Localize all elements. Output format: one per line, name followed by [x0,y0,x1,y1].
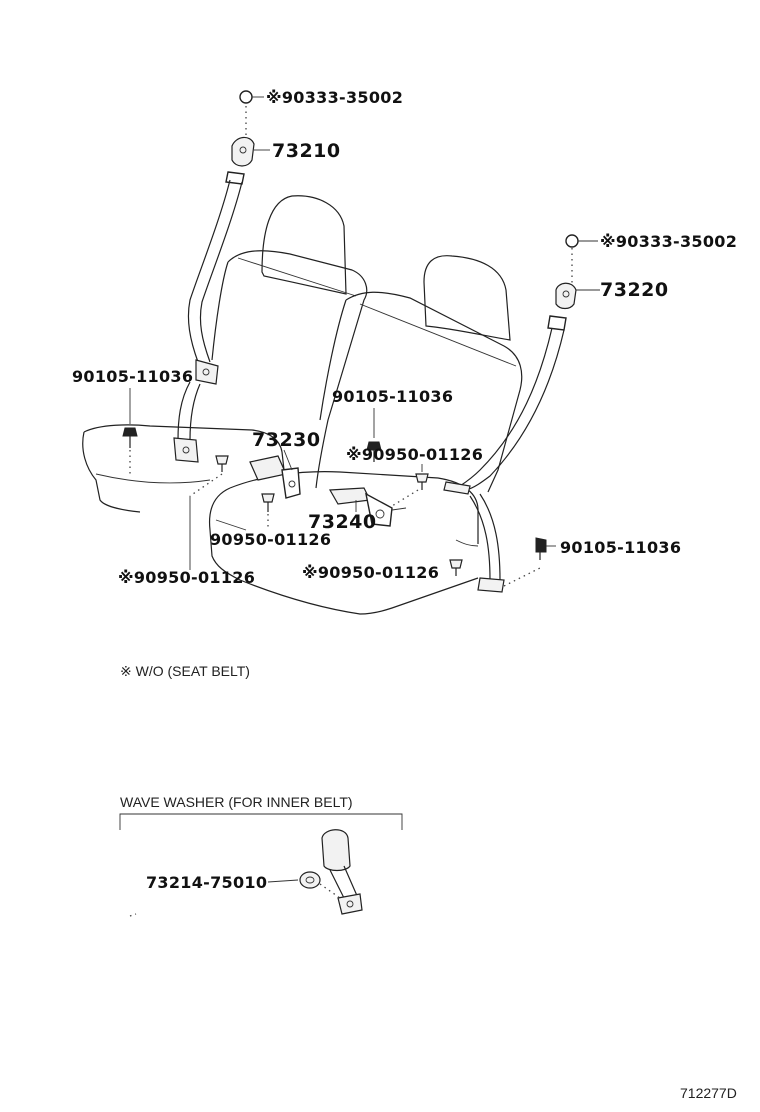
label-outer-right-belt: 73220 [600,279,669,301]
label-outer-left-cap: ※90333-35002 [266,88,403,107]
center-belt-assembly [249,455,407,527]
wave-washer-title: WAVE WASHER (FOR INNER BELT) [120,794,353,810]
clip-left-icon [215,455,229,472]
label-right-clip-bottom: ※90950-01126 [302,563,439,582]
label-center-belt-b: 73240 [308,511,377,533]
fasteners [122,90,579,576]
cap-right-icon [565,234,579,248]
label-center-belt-a: 73230 [252,429,321,451]
part-labels: ※90333-35002 73210 ※90333-35002 73220 90… [72,88,737,892]
label-center-clip-mid: 90950-01126 [210,530,331,549]
label-wave-washer-part: 73214-75010 [146,873,267,892]
label-outer-right-cap: ※90333-35002 [600,232,737,251]
label-outer-left-belt: 73210 [272,140,341,162]
diagram-code: 712277D [680,1085,737,1101]
label-center-bolt: 90105-11036 [332,387,453,406]
notes: ※ W/O (SEAT BELT) WAVE WASHER (FOR INNER… [120,663,737,1101]
clip-center-top-icon [415,473,429,490]
label-right-bolt: 90105-11036 [560,538,681,557]
cap-left-icon [239,90,253,104]
rear-bench-seat [82,195,523,615]
note-wo-seat-belt: ※ W/O (SEAT BELT) [120,663,250,679]
clip-center-mid-icon [261,493,275,512]
bolt-left-icon [122,427,138,448]
wave-washer-detail [119,813,403,917]
clip-right-bottom-icon [449,559,463,576]
leader-lines [252,96,600,512]
right-outer-belt-assembly [443,282,577,593]
bolt-center-icon [366,441,382,462]
label-center-clip-top: ※90950-01126 [346,445,483,464]
label-left-clip-bottom: ※90950-01126 [118,568,255,587]
label-left-bolt: 90105-11036 [72,367,193,386]
left-outer-belt-assembly [173,106,255,463]
bolt-right-icon [535,537,547,560]
